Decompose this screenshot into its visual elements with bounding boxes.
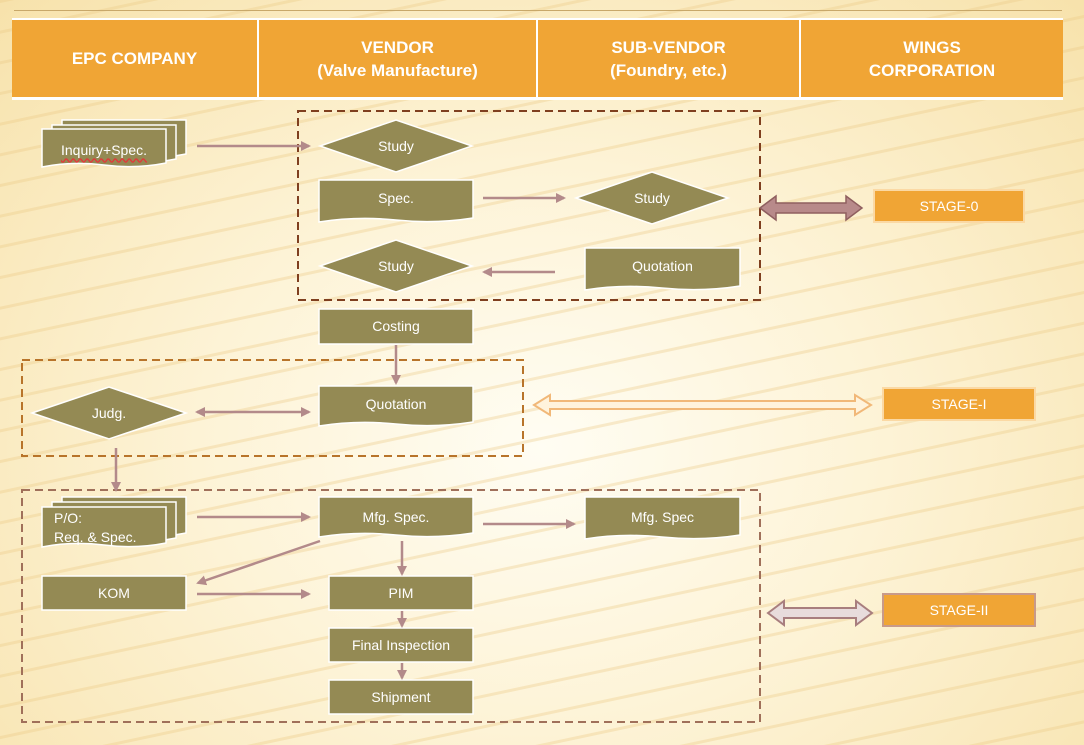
- study3-diamond: [317, 239, 475, 293]
- header-wings-corporation: WINGS CORPORATION: [801, 18, 1063, 100]
- mfg-spec-label: Mfg. Spec.: [362, 508, 430, 525]
- pim-box: [328, 575, 474, 611]
- stage1-box: STAGE-I: [882, 387, 1036, 421]
- stage0-box: STAGE-0: [873, 189, 1025, 223]
- final-inspection-label: Final Inspection: [351, 636, 451, 653]
- stage2-double-arrow: [766, 599, 874, 627]
- judg-diamond: [29, 386, 189, 440]
- po-label-line2: Req. & Spec.: [54, 529, 137, 545]
- mfg-spec-sub-label: Mfg. Spec: [630, 508, 695, 525]
- stage1-group-box: [21, 359, 524, 457]
- costing-box: [318, 308, 474, 345]
- header-epc-company: EPC COMPANY: [12, 18, 259, 100]
- quotation-sub-label: Quotation: [632, 257, 693, 274]
- mfg-spec-sub-document: [584, 496, 741, 540]
- header-vendor: VENDOR (Valve Manufacture): [259, 18, 538, 100]
- arrow-mfgspec-to-kom: [196, 539, 321, 586]
- inquiry-document-shape: [41, 119, 187, 168]
- costing-label: Costing: [372, 318, 420, 334]
- po-label-line1: P/O:: [54, 510, 83, 526]
- study2-label: Study: [634, 189, 670, 206]
- stage2-group-box: [21, 489, 761, 723]
- header-subvendor-line2: (Foundry, etc.): [610, 60, 727, 80]
- stage2-box: STAGE-II: [882, 593, 1036, 627]
- top-rule: [14, 10, 1062, 11]
- header-wings-line2: CORPORATION: [868, 60, 996, 80]
- quotation-vendor-label: Quotation: [365, 395, 427, 412]
- po-document-shape: [41, 496, 187, 548]
- study3-label: Study: [378, 257, 414, 274]
- stage1-double-arrow: [532, 393, 873, 417]
- header-subvendor-line1: SUB-VENDOR: [611, 37, 726, 57]
- header-wings-line1: WINGS: [903, 37, 961, 57]
- header-sub-vendor: SUB-VENDOR (Foundry, etc.): [538, 18, 801, 100]
- study1-diamond: [317, 119, 475, 173]
- judg-label: Judg.: [91, 404, 127, 421]
- study1-label: Study: [378, 137, 414, 154]
- kom-label: KOM: [98, 584, 130, 601]
- quotation-vendor-document: [318, 385, 474, 427]
- quotation-sub-document: [584, 247, 741, 291]
- spec-document: [318, 179, 474, 223]
- header-vendor-line2: (Valve Manufacture): [317, 60, 478, 80]
- pim-label: PIM: [388, 584, 414, 601]
- mfg-spec-document: [318, 496, 474, 538]
- spec-label: Spec.: [378, 189, 414, 206]
- inquiry-label: Inquiry+Spec.: [61, 141, 147, 158]
- study2-diamond: [573, 171, 731, 225]
- shipment-label: Shipment: [371, 688, 431, 705]
- kom-box: [41, 575, 187, 611]
- stage0-double-arrow: [758, 194, 864, 222]
- header-epc-line1: EPC COMPANY: [71, 49, 198, 68]
- header-vendor-line1: VENDOR: [361, 37, 434, 57]
- swimlane-header: EPC COMPANY VENDOR (Valve Manufacture) SU…: [12, 18, 1063, 100]
- shipment-box: [328, 679, 474, 715]
- final-inspection-box: [328, 627, 474, 663]
